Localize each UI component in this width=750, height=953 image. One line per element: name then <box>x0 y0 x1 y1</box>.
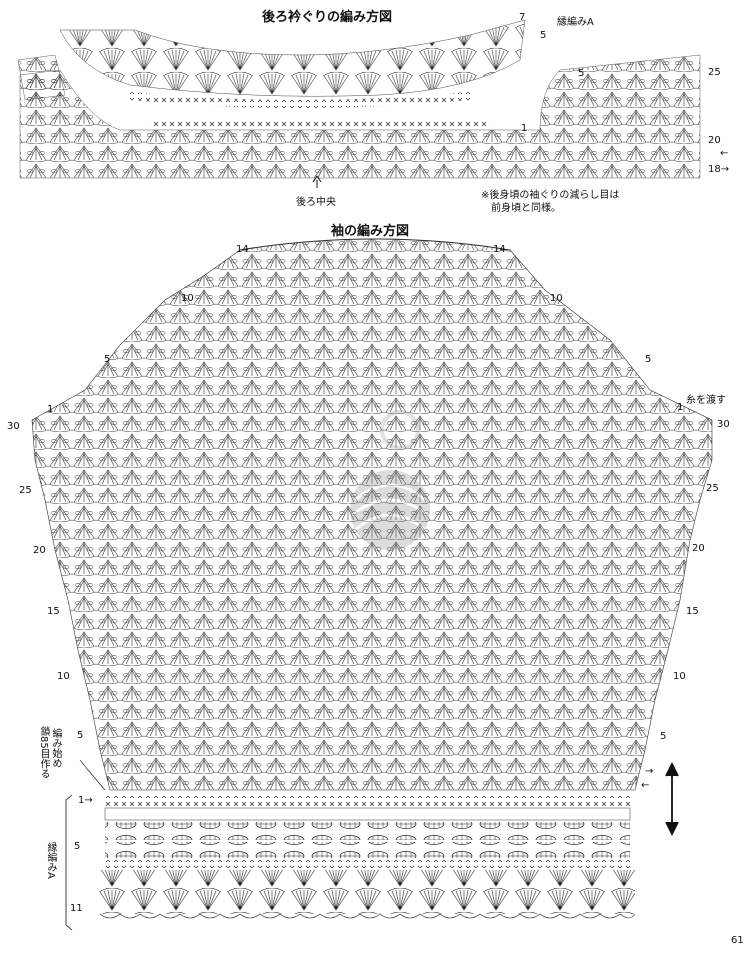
note-line-2: 前身頃と同様。 <box>491 203 561 214</box>
row-label: 7 <box>519 12 526 23</box>
cuff-label: 縁編みA <box>45 842 56 879</box>
row-label: 15 <box>686 606 699 617</box>
row-label: 10 <box>57 671 70 682</box>
arrow-right: → <box>645 766 654 777</box>
row-label: 10 <box>550 293 563 304</box>
row-label: 30 <box>7 421 20 432</box>
row-label: 14 <box>236 244 249 255</box>
row-label: 5 <box>77 730 84 741</box>
row-label: 5 <box>578 68 585 79</box>
row-label: 5 <box>660 731 667 742</box>
row-label: 14 <box>493 244 506 255</box>
row-label: 1 <box>521 123 528 134</box>
row-label: 25 <box>19 485 32 496</box>
top-chart-title: 後ろ衿ぐりの編み方図 <box>262 10 393 25</box>
row-label: 5 <box>104 354 111 365</box>
note-line-1: ※後身頃の袖ぐりの減らし目は <box>481 190 620 201</box>
row-label: 20 <box>33 545 46 556</box>
row-label: 15 <box>47 606 60 617</box>
arrow-left-2: ← <box>641 780 650 791</box>
row-label: 5 <box>540 30 547 41</box>
row-label: 20 <box>708 135 721 146</box>
row-label: 1 <box>47 404 54 415</box>
row-label: 5 <box>645 354 652 365</box>
row-label: 30 <box>717 419 730 430</box>
sleeve-chart-title: 袖の編み方図 <box>331 224 410 239</box>
row-label: 25 <box>706 483 719 494</box>
start-note-col-1: 編み始め <box>50 728 61 768</box>
row-label: 20 <box>692 543 705 554</box>
row-label: 10 <box>673 671 686 682</box>
page-number: 61 <box>731 935 744 946</box>
row-label: 1→ <box>78 795 93 806</box>
row-label: 5 <box>74 841 81 852</box>
border-label-top: 縁編みA <box>557 17 594 28</box>
double-arrow <box>665 761 679 837</box>
start-note-col-2: 鎖85目作る <box>38 726 49 779</box>
row-label: 25 <box>708 67 721 78</box>
row-label: 18→ <box>708 164 730 175</box>
arrow-left: ← <box>720 148 729 159</box>
row-label: 10 <box>181 293 194 304</box>
row-label: 1 <box>677 402 684 413</box>
yarn-note: 糸を渡す <box>686 395 726 406</box>
watermark-yarn-ball <box>350 410 430 550</box>
row-label: 11 <box>70 903 83 914</box>
center-label: 後ろ中央 <box>296 197 336 208</box>
